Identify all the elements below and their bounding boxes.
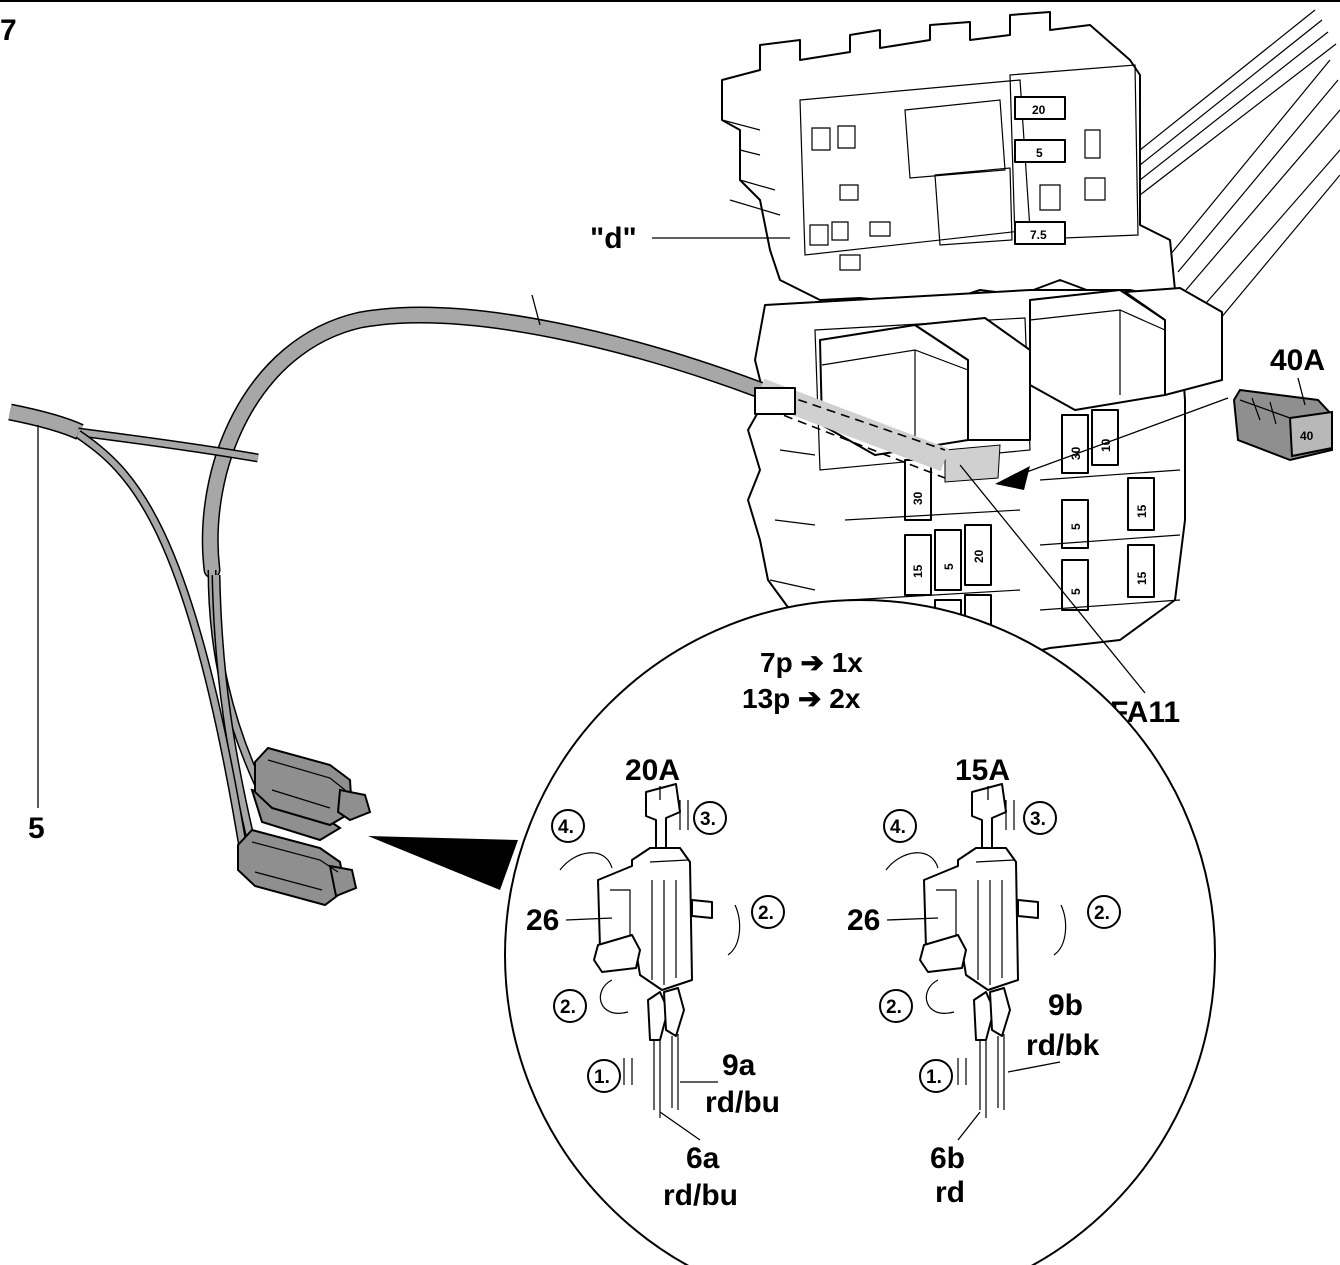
ribbon-cables bbox=[1139, 9, 1340, 326]
svg-text:30: 30 bbox=[1069, 446, 1083, 460]
fuse-relay-box: 20 5 7.5 30 10 30 15 5 20 bbox=[721, 11, 1223, 666]
connector-lower bbox=[237, 828, 358, 907]
svg-text:5: 5 bbox=[1069, 588, 1083, 595]
insert-arrow-head bbox=[995, 466, 1030, 490]
right-terminal-6b-color: rd bbox=[935, 1176, 965, 1209]
rule-13p: 13p ➔ 2x bbox=[742, 683, 861, 714]
left-holder-number: 26 bbox=[526, 904, 559, 937]
label-harness-5: 5 bbox=[28, 812, 45, 845]
fuse-holder-assembly-right bbox=[885, 783, 1067, 1118]
svg-text:2.: 2. bbox=[886, 997, 902, 1018]
svg-text:30: 30 bbox=[911, 491, 925, 505]
fuse-marking-7-5: 7.5 bbox=[1030, 228, 1047, 242]
label-40a: 40A bbox=[1270, 344, 1325, 377]
svg-text:3.: 3. bbox=[1030, 809, 1046, 830]
svg-text:5: 5 bbox=[1069, 523, 1083, 530]
svg-text:2.: 2. bbox=[1094, 903, 1110, 924]
right-holder-number: 26 bbox=[847, 904, 880, 937]
cable-harness bbox=[8, 294, 950, 861]
left-terminal-9a-color: rd/bu bbox=[705, 1086, 780, 1119]
left-terminal-6a-color: rd/bu bbox=[663, 1179, 738, 1212]
svg-text:1.: 1. bbox=[926, 1067, 942, 1088]
svg-text:5: 5 bbox=[942, 563, 956, 570]
fa11-slot-highlight bbox=[944, 444, 1001, 483]
fuse-marking-5: 5 bbox=[1036, 146, 1043, 160]
svg-text:20: 20 bbox=[972, 549, 986, 563]
svg-text:15: 15 bbox=[1135, 504, 1149, 518]
left-terminal-6a: 6a bbox=[686, 1142, 720, 1175]
right-terminal-6b: 6b bbox=[930, 1142, 965, 1175]
rule-7p: 7p ➔ 1x bbox=[760, 647, 863, 678]
figure-number: 7 bbox=[0, 14, 17, 47]
right-step-badges: 4. 3. 2. 2. 1. bbox=[879, 801, 1121, 1093]
right-terminal-9b: 9b bbox=[1048, 989, 1083, 1022]
svg-text:2.: 2. bbox=[560, 997, 576, 1018]
left-step-badges: 4. 3. 2. 2. 1. bbox=[551, 801, 785, 1093]
left-terminal-9a: 9a bbox=[722, 1049, 756, 1082]
svg-text:4.: 4. bbox=[890, 817, 906, 838]
right-terminal-9b-color: rd/bk bbox=[1026, 1029, 1100, 1062]
svg-text:4.: 4. bbox=[558, 817, 574, 838]
svg-text:2.: 2. bbox=[758, 903, 774, 924]
connector-upper bbox=[250, 746, 372, 842]
label-d: "d" bbox=[590, 222, 637, 255]
svg-text:3.: 3. bbox=[700, 809, 716, 830]
fuse-40a-part: 40 bbox=[1232, 388, 1333, 462]
fuse-40a-marking: 40 bbox=[1300, 429, 1314, 443]
zoom-pointer bbox=[368, 836, 518, 890]
right-fuse-rating: 15A bbox=[955, 754, 1010, 787]
detail-circle bbox=[504, 599, 1216, 1265]
fuse-holder-assembly-left bbox=[559, 783, 741, 1118]
svg-text:1.: 1. bbox=[594, 1067, 610, 1088]
svg-text:15: 15 bbox=[1135, 571, 1149, 585]
fuse-marking-20: 20 bbox=[1032, 103, 1046, 117]
svg-text:15: 15 bbox=[911, 564, 925, 578]
left-fuse-rating: 20A bbox=[625, 754, 680, 787]
